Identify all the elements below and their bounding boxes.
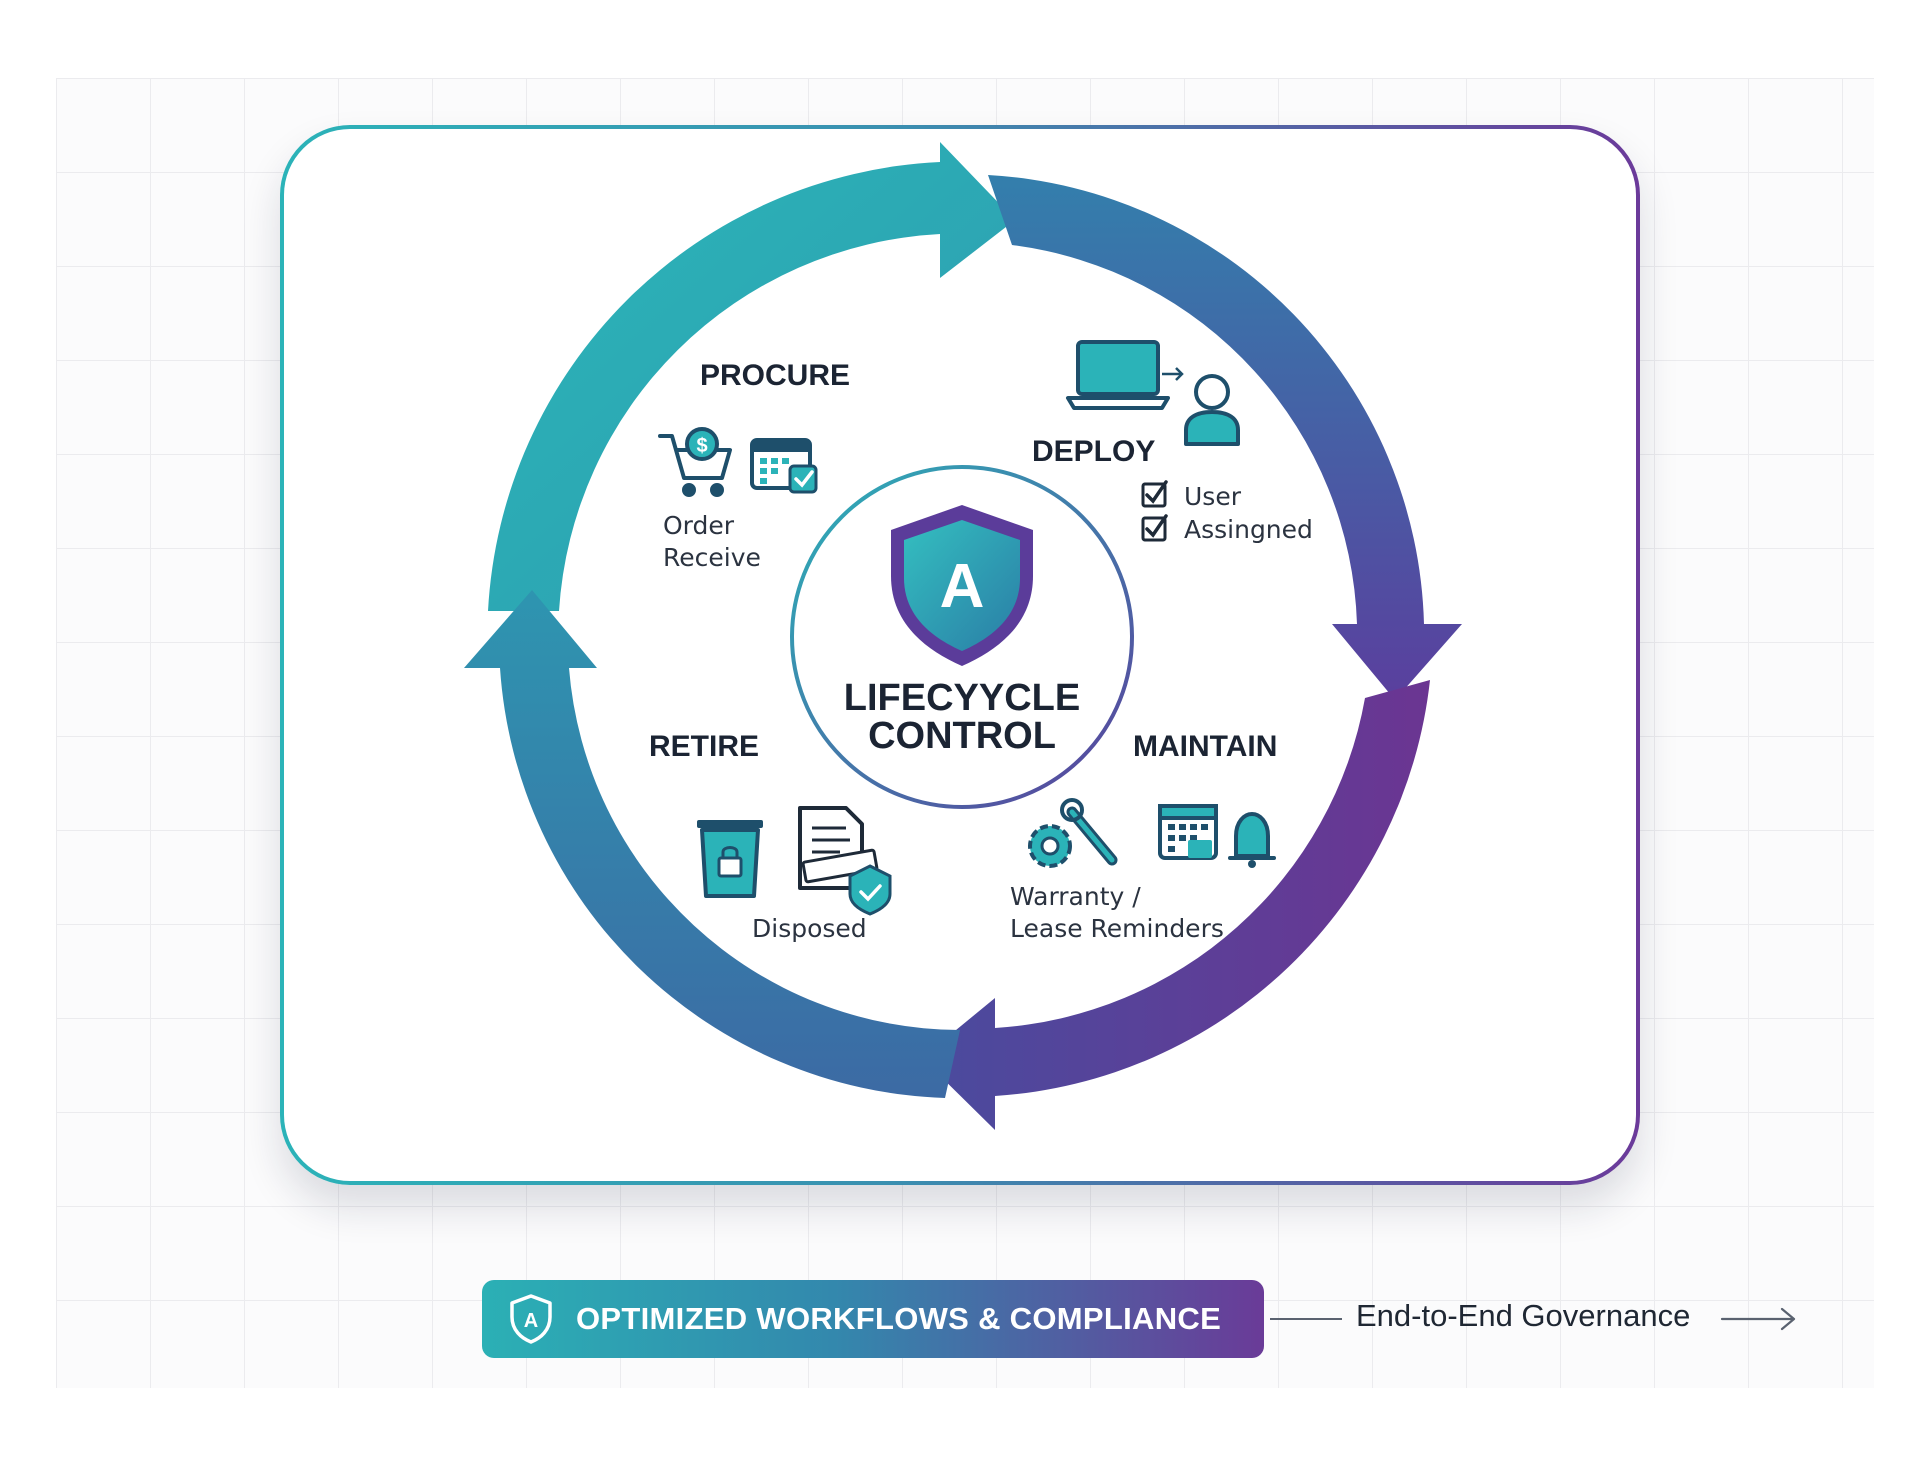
- transfer-arrow-icon: [1162, 367, 1184, 381]
- shield-letter: A: [940, 552, 985, 621]
- shopping-cart-icon: $: [658, 427, 732, 497]
- svg-text:$: $: [696, 435, 707, 457]
- footer-badge-label: OPTIMIZED WORKFLOWS & COMPLIANCE: [576, 1301, 1222, 1336]
- stage-procure: PROCURE $ Order Receive: [658, 359, 850, 572]
- stage-title-maintain: MAINTAIN: [1133, 730, 1277, 763]
- checkbox-checked-icon: [1141, 480, 1168, 508]
- ring-arrow-deploy: [988, 175, 1462, 700]
- center-title-line2: CONTROL: [868, 715, 1056, 757]
- center-hub: A LIFECYYCLE CONTROL: [790, 465, 1134, 809]
- shield-logo-icon: A: [891, 505, 1033, 666]
- trash-lock-icon: [697, 820, 763, 898]
- caption-maintain-line1: Warranty /: [1010, 882, 1141, 911]
- footer-badge: A OPTIMIZED WORKFLOWS & COMPLIANCE: [482, 1280, 1264, 1358]
- user-icon: [1184, 374, 1240, 446]
- arrow-right-icon: [1720, 1307, 1796, 1331]
- ring-arrow-maintain: [922, 680, 1430, 1130]
- calendar-check-icon: [750, 438, 818, 494]
- deploy-check-assigned: Assingned: [1184, 515, 1313, 544]
- shield-outline-icon: A: [510, 1294, 552, 1344]
- stage-retire: RETIRE Disposed: [649, 730, 892, 943]
- stage-deploy: DEPLOY User Assingned: [1032, 340, 1313, 544]
- lifecycle-ring: [464, 142, 1462, 1130]
- stage-title-deploy: DEPLOY: [1032, 435, 1155, 468]
- ring-arrow-procure: [488, 142, 1015, 611]
- stage-title-procure: PROCURE: [700, 359, 850, 392]
- caption-maintain-line2: Lease Reminders: [1010, 914, 1224, 943]
- deploy-check-user: User: [1184, 482, 1242, 511]
- document-approved-icon: [798, 806, 892, 916]
- stage-title-retire: RETIRE: [649, 730, 759, 763]
- ring-arrow-retire: [464, 590, 960, 1098]
- calendar-icon: [1158, 804, 1218, 860]
- footer-governance-text: End-to-End Governance: [1356, 1298, 1691, 1333]
- bell-icon: [1228, 812, 1276, 868]
- top-strip: [56, 0, 1874, 78]
- caption-procure-line2: Receive: [663, 543, 761, 572]
- laptop-icon: [1066, 340, 1170, 410]
- footer-connector-line: [1270, 1318, 1342, 1320]
- footer-shield-letter: A: [524, 1310, 538, 1332]
- gear-icon: [1028, 824, 1072, 868]
- wrench-icon: [1060, 798, 1118, 866]
- caption-procure-line1: Order: [663, 511, 735, 540]
- caption-retire: Disposed: [752, 914, 867, 943]
- stage-maintain: MAINTAIN Warranty / Lease Reminder: [1010, 730, 1277, 943]
- center-title-line1: LIFECYYCLE: [844, 677, 1080, 719]
- checkbox-checked-icon: [1141, 514, 1168, 542]
